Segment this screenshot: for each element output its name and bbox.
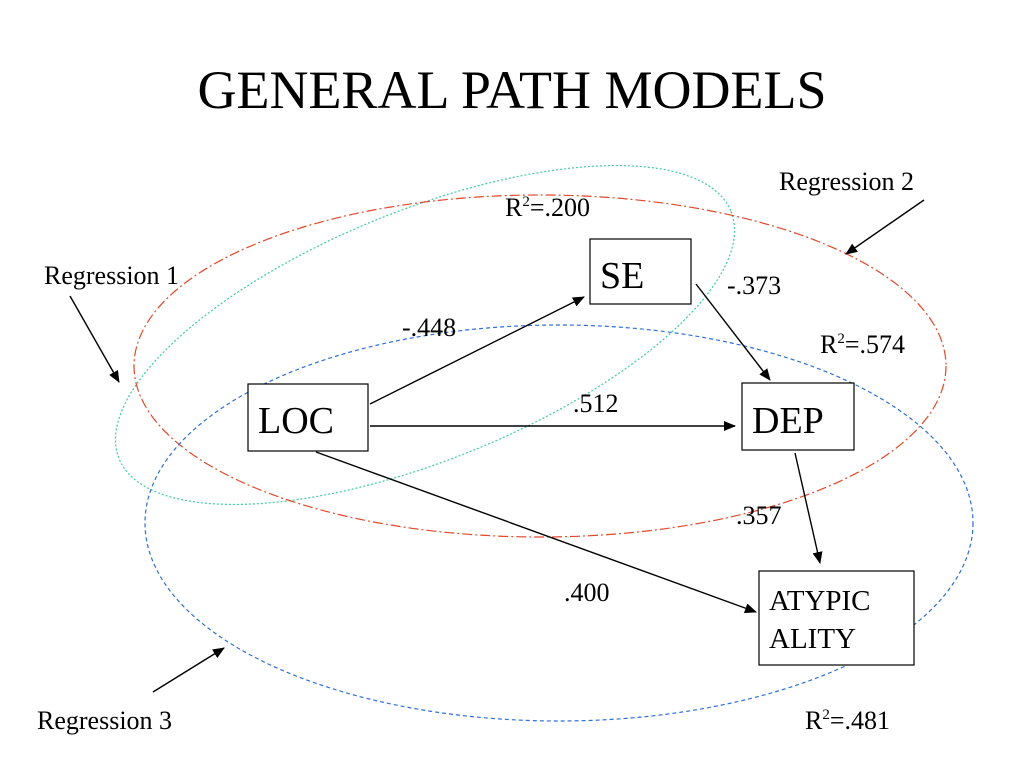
regression-2-pointer bbox=[845, 199, 925, 255]
coefficient-loc-atypicality: .400 bbox=[564, 578, 610, 607]
dep-node-label: DEP bbox=[752, 400, 824, 442]
coefficient-loc-dep: .512 bbox=[573, 389, 619, 418]
atypicality-node-label-line1: ATYPIC bbox=[769, 585, 871, 617]
se-node-box bbox=[589, 238, 692, 305]
atypicality-node-box bbox=[758, 570, 915, 666]
coefficient-se-dep: -.373 bbox=[727, 271, 781, 300]
coefficient-loc-se: -.448 bbox=[402, 313, 456, 342]
r-squared-dep-label: R2=.574 bbox=[820, 330, 905, 359]
loc-node-label: LOC bbox=[258, 400, 334, 442]
page-title: GENERAL PATH MODELS bbox=[197, 60, 827, 120]
regression-3-label: Regression 3 bbox=[37, 706, 172, 735]
r-squared-atypicality-label: R2=.481 bbox=[805, 706, 890, 735]
coefficient-dep-atypicality: .357 bbox=[736, 501, 782, 530]
regression-1-pointer bbox=[69, 295, 120, 383]
se-node-label: SE bbox=[600, 255, 644, 297]
regression-2-label: Regression 2 bbox=[779, 167, 914, 196]
r-squared-se-label: R2=.200 bbox=[505, 193, 590, 222]
dep-node-box bbox=[741, 382, 855, 451]
arrow-se-dep bbox=[695, 283, 771, 381]
regression-2-ellipse bbox=[133, 194, 947, 538]
regression-3-pointer bbox=[152, 647, 225, 693]
regression-1-label: Regression 1 bbox=[44, 261, 179, 290]
loc-node-box bbox=[247, 383, 369, 452]
regression-1-ellipse bbox=[114, 164, 736, 506]
arrow-dep-atypicality bbox=[794, 452, 823, 564]
arrow-loc-atypicality bbox=[315, 451, 757, 613]
arrow-loc-se bbox=[369, 296, 585, 405]
regression-3-ellipse bbox=[144, 324, 974, 722]
atypicality-node-label-line2: ALITY bbox=[769, 623, 856, 655]
